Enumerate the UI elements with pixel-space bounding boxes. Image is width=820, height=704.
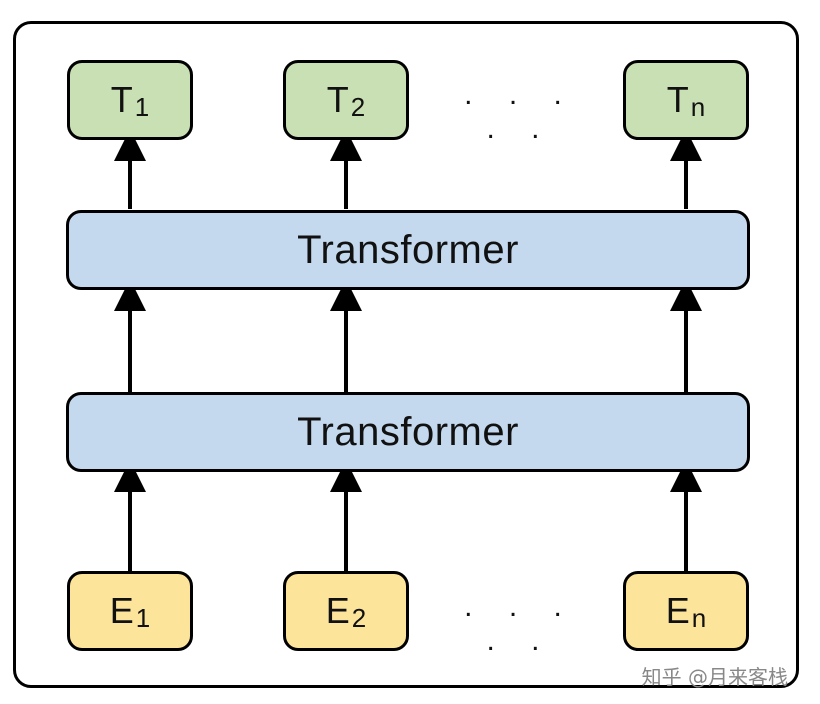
input-token-en-main: E — [665, 590, 690, 631]
output-token-t1-main: T — [110, 79, 133, 120]
input-token-e2-main: E — [325, 590, 350, 631]
output-token-tn-main: T — [666, 79, 689, 120]
transformer-layer-top: Transformer — [66, 210, 750, 290]
output-token-t2-main: T — [326, 79, 349, 120]
output-token-t2-sub: 2 — [350, 91, 366, 122]
output-ellipsis: . . . . . — [464, 78, 576, 145]
transformer-layer-bottom: Transformer — [66, 392, 750, 472]
input-token-e1-sub: 1 — [135, 602, 151, 633]
output-token-t1-sub: 1 — [134, 91, 150, 122]
input-ellipsis: . . . . . — [464, 590, 576, 657]
input-token-e1-main: E — [109, 590, 134, 631]
watermark: 知乎 @月来客栈 — [641, 665, 788, 689]
output-token-tn-sub: n — [690, 91, 706, 122]
input-token-e2-sub: 2 — [351, 602, 367, 633]
input-token-en-sub: n — [691, 602, 707, 633]
